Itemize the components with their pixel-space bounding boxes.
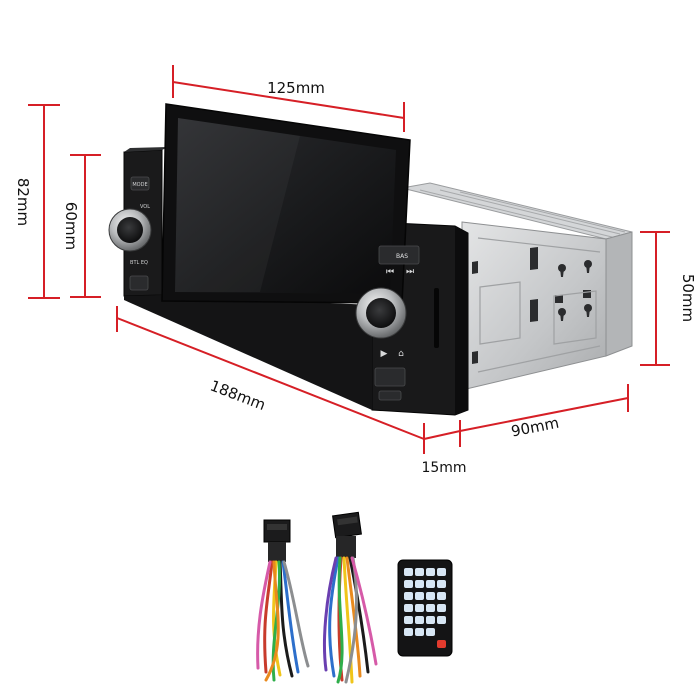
next-track-icon[interactable]: ⏭ xyxy=(406,267,414,277)
metal-chassis xyxy=(401,182,633,391)
play-pause-icon[interactable]: ▶ xyxy=(381,349,388,359)
display-screen[interactable] xyxy=(161,103,411,304)
dim-188mm: 188mm xyxy=(208,377,268,415)
dim-15mm: 15mm xyxy=(421,460,466,476)
dim-90mm: 90mm xyxy=(510,414,561,441)
volume-knob[interactable] xyxy=(108,208,152,252)
card-slot[interactable] xyxy=(378,390,402,401)
tuning-knob[interactable] xyxy=(355,287,407,339)
home-icon[interactable]: ⌂ xyxy=(398,349,404,359)
dim-60mm: 60mm xyxy=(62,202,80,250)
remote-buttons xyxy=(404,568,446,648)
remote-control xyxy=(397,559,453,657)
dim-125mm: 125mm xyxy=(267,79,325,97)
right-control-panel: BAS ⏮ ⏭ ▶ ⌂ xyxy=(355,245,439,401)
previous-track-icon[interactable]: ⏮ xyxy=(386,267,394,277)
mode-button[interactable] xyxy=(130,176,150,191)
bt-eq-label: BTL EQ xyxy=(130,260,148,266)
iso-harness-b xyxy=(322,511,378,684)
left-control-panel: MODE VOL BTL EQ xyxy=(108,176,152,291)
head-unit: MODE VOL BTL EQ BAS ⏮ ⏭ ▶ ⌂ xyxy=(108,103,469,416)
usb-port-right[interactable] xyxy=(374,367,406,387)
dimension-lines xyxy=(28,65,670,454)
dim-82mm: 82mm xyxy=(14,178,32,226)
iso-harness-a xyxy=(256,519,310,682)
mode-label: MODE xyxy=(132,182,147,188)
usb-port[interactable] xyxy=(129,275,149,291)
vol-label: VOL xyxy=(140,204,150,210)
power-button xyxy=(437,640,446,648)
bass-label: BAS xyxy=(396,253,408,260)
side-slot xyxy=(434,288,439,348)
dim-50mm: 50mm xyxy=(679,274,697,322)
bass-button[interactable] xyxy=(378,245,420,265)
